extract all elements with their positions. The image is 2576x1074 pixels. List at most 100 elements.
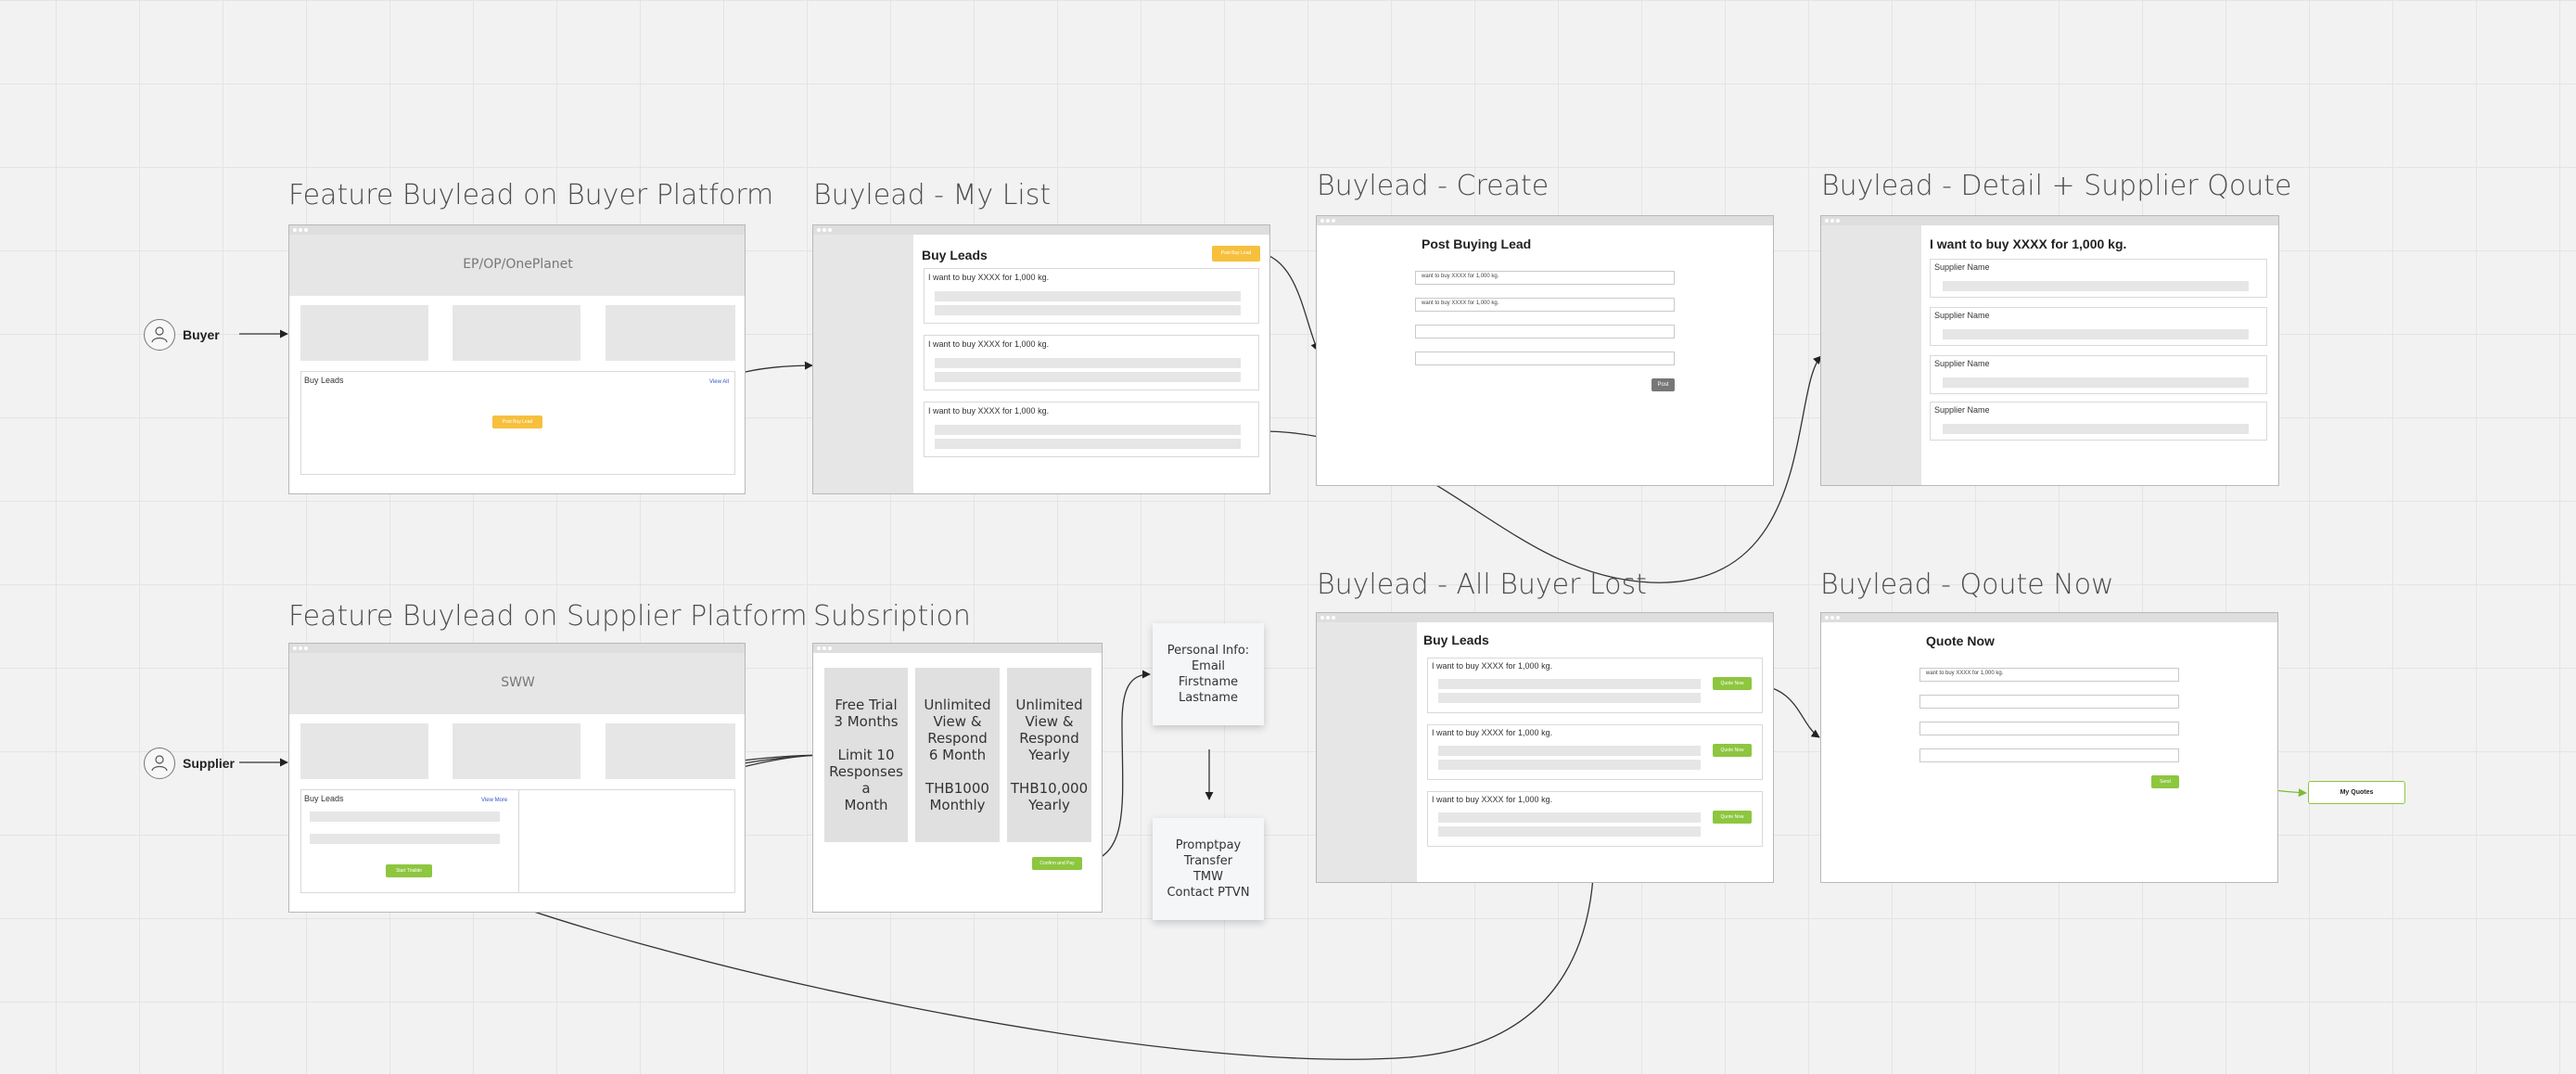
quote-now-button[interactable]: Quote Now (1713, 677, 1752, 690)
placeholder-bar (1438, 760, 1701, 770)
frame-create: Post Buying Lead want to buy XXXX for 1,… (1316, 215, 1774, 486)
item-title: I want to buy XXXX for 1,000 kg. (1432, 661, 1553, 671)
window-bar (813, 644, 1102, 653)
placeholder-bar (1943, 281, 2249, 291)
placeholder-bar (310, 812, 500, 822)
view-all-link[interactable]: View All (709, 379, 729, 385)
supplier-label: Supplier (183, 756, 236, 771)
placeholder-bar (310, 834, 500, 844)
buyer-label: Buyer (183, 327, 220, 342)
placeholder-bar (1943, 377, 2249, 388)
window-bar (289, 225, 745, 235)
field-value: want to buy XXXX for 1,000 kg. (1422, 300, 1499, 306)
plan-text: Free Trial 3 Months Limit 10 Responses a… (829, 697, 903, 813)
quote-field[interactable]: want to buy XXXX for 1,000 kg. (1919, 668, 2179, 682)
window-bar (813, 225, 1269, 235)
placeholder-bar (935, 439, 1241, 449)
title-create: Buylead - Create (1317, 170, 1549, 202)
banner-label: SWW (501, 675, 535, 690)
supplier-avatar-icon (144, 748, 175, 779)
payment-note: Promptpay Transfer TMW Contact PTVN (1153, 818, 1264, 920)
title-subscription: Subsription (813, 600, 971, 633)
empty-field[interactable] (1415, 352, 1675, 365)
item-title: I want to buy XXXX for 1,000 kg. (1432, 795, 1553, 804)
plan-free-trial[interactable]: Free Trial 3 Months Limit 10 Responses a… (824, 668, 908, 842)
item-title: I want to buy XXXX for 1,000 kg. (928, 339, 1050, 349)
frame-supplier-platform: SWW Buy Leads View More Start Trialide (288, 643, 746, 913)
buy-lead-field[interactable]: want to buy XXXX for 1,000 kg. (1415, 298, 1675, 312)
frame-my-list: Buy Leads Post Buy Lead I want to buy XX… (812, 224, 1270, 494)
placeholder-box (300, 305, 428, 361)
list-header: Buy Leads (1423, 633, 1489, 647)
empty-field[interactable] (1919, 748, 2179, 762)
supplier-name: Supplier Name (1934, 359, 1990, 368)
placeholder-box (606, 305, 735, 361)
confirm-pay-button[interactable]: Confirm and Pay (1032, 857, 1082, 870)
quote-header: Quote Now (1926, 633, 1995, 648)
empty-field[interactable] (1919, 722, 2179, 735)
my-quotes-node[interactable]: My Quotes (2308, 781, 2405, 804)
empty-field[interactable] (1415, 325, 1675, 339)
item-title: I want to buy XXXX for 1,000 kg. (1432, 728, 1553, 737)
placeholder-box (453, 305, 580, 361)
placeholder-box (453, 723, 580, 779)
start-trial-button[interactable]: Start Trialide (386, 864, 432, 877)
sidebar (1317, 622, 1417, 882)
placeholder-bar (935, 372, 1241, 382)
create-header: Post Buying Lead (1422, 237, 1532, 251)
post-button[interactable]: Post (1651, 378, 1675, 391)
sidebar (813, 235, 913, 493)
banner (289, 653, 745, 714)
supplier-name: Supplier Name (1934, 311, 1990, 320)
placeholder-bar (935, 291, 1241, 301)
title-detail: Buylead - Detail + Supplier Qoute (1821, 170, 2292, 202)
post-buy-lead-button[interactable]: Post Buy Lead (1212, 246, 1260, 262)
item-title: I want to buy XXXX for 1,000 kg. (928, 406, 1050, 416)
send-button[interactable]: Send (2151, 775, 2179, 788)
placeholder-box (606, 723, 735, 779)
buyer-avatar-icon (144, 319, 175, 351)
window-bar (289, 644, 745, 653)
banner-label: EP/OP/OnePlanet (463, 257, 573, 272)
buy-lead-field[interactable]: want to buy XXXX for 1,000 kg. (1415, 271, 1675, 285)
post-buy-lead-button[interactable]: Post Buy Lead (492, 416, 542, 428)
empty-field[interactable] (1919, 695, 2179, 709)
supplier-card[interactable] (1930, 259, 2267, 298)
window-bar (1317, 613, 1773, 622)
placeholder-bar (1943, 329, 2249, 339)
frame-buyer-platform: EP/OP/OnePlanet Buy Leads View All Post … (288, 224, 746, 494)
field-value: want to buy XXXX for 1,000 kg. (1422, 274, 1499, 279)
note-text: Personal Info: Email Firstname Lastname (1167, 644, 1250, 705)
supplier-card[interactable] (1930, 355, 2267, 394)
detail-header: I want to buy XXXX for 1,000 kg. (1930, 237, 2127, 251)
frame-quote-now: Quote Now want to buy XXXX for 1,000 kg.… (1820, 612, 2278, 883)
window-bar (1821, 613, 2277, 622)
field-value: want to buy XXXX for 1,000 kg. (1926, 671, 2004, 676)
quote-now-button[interactable]: Quote Now (1713, 744, 1752, 757)
quote-now-button[interactable]: Quote Now (1713, 811, 1752, 824)
placeholder-bar (1438, 679, 1701, 689)
banner (289, 235, 745, 296)
placeholder-bar (1438, 746, 1701, 756)
placeholder-bar (1943, 424, 2249, 434)
plan-yearly[interactable]: Unlimited View & Respond Yearly THB10,00… (1007, 668, 1091, 842)
plan-text: Unlimited View & Respond 6 Month THB1000… (924, 697, 991, 813)
list-header: Buy Leads (922, 248, 988, 262)
placeholder-bar (1438, 812, 1701, 823)
window-bar (1317, 216, 1773, 225)
title-supplier-platform: Feature Buylead on Supplier Platform (288, 600, 808, 633)
placeholder-bar (1438, 693, 1701, 703)
sidebar (1821, 225, 1921, 485)
supplier-name: Supplier Name (1934, 405, 1990, 415)
frame-all-buyer-lost: Buy Leads I want to buy XXXX for 1,000 k… (1316, 612, 1774, 883)
view-more-link[interactable]: View More (481, 798, 508, 803)
supplier-card[interactable] (1930, 402, 2267, 441)
personal-info-note: Personal Info: Email Firstname Lastname (1153, 623, 1264, 725)
supplier-card[interactable] (1930, 307, 2267, 346)
title-quote-now: Buylead - Qoute Now (1820, 569, 2114, 601)
note-text: Promptpay Transfer TMW Contact PTVN (1167, 838, 1250, 900)
placeholder-bar (935, 425, 1241, 435)
plan-6-month[interactable]: Unlimited View & Respond 6 Month THB1000… (915, 668, 1000, 842)
section-label: Buy Leads (304, 376, 344, 385)
